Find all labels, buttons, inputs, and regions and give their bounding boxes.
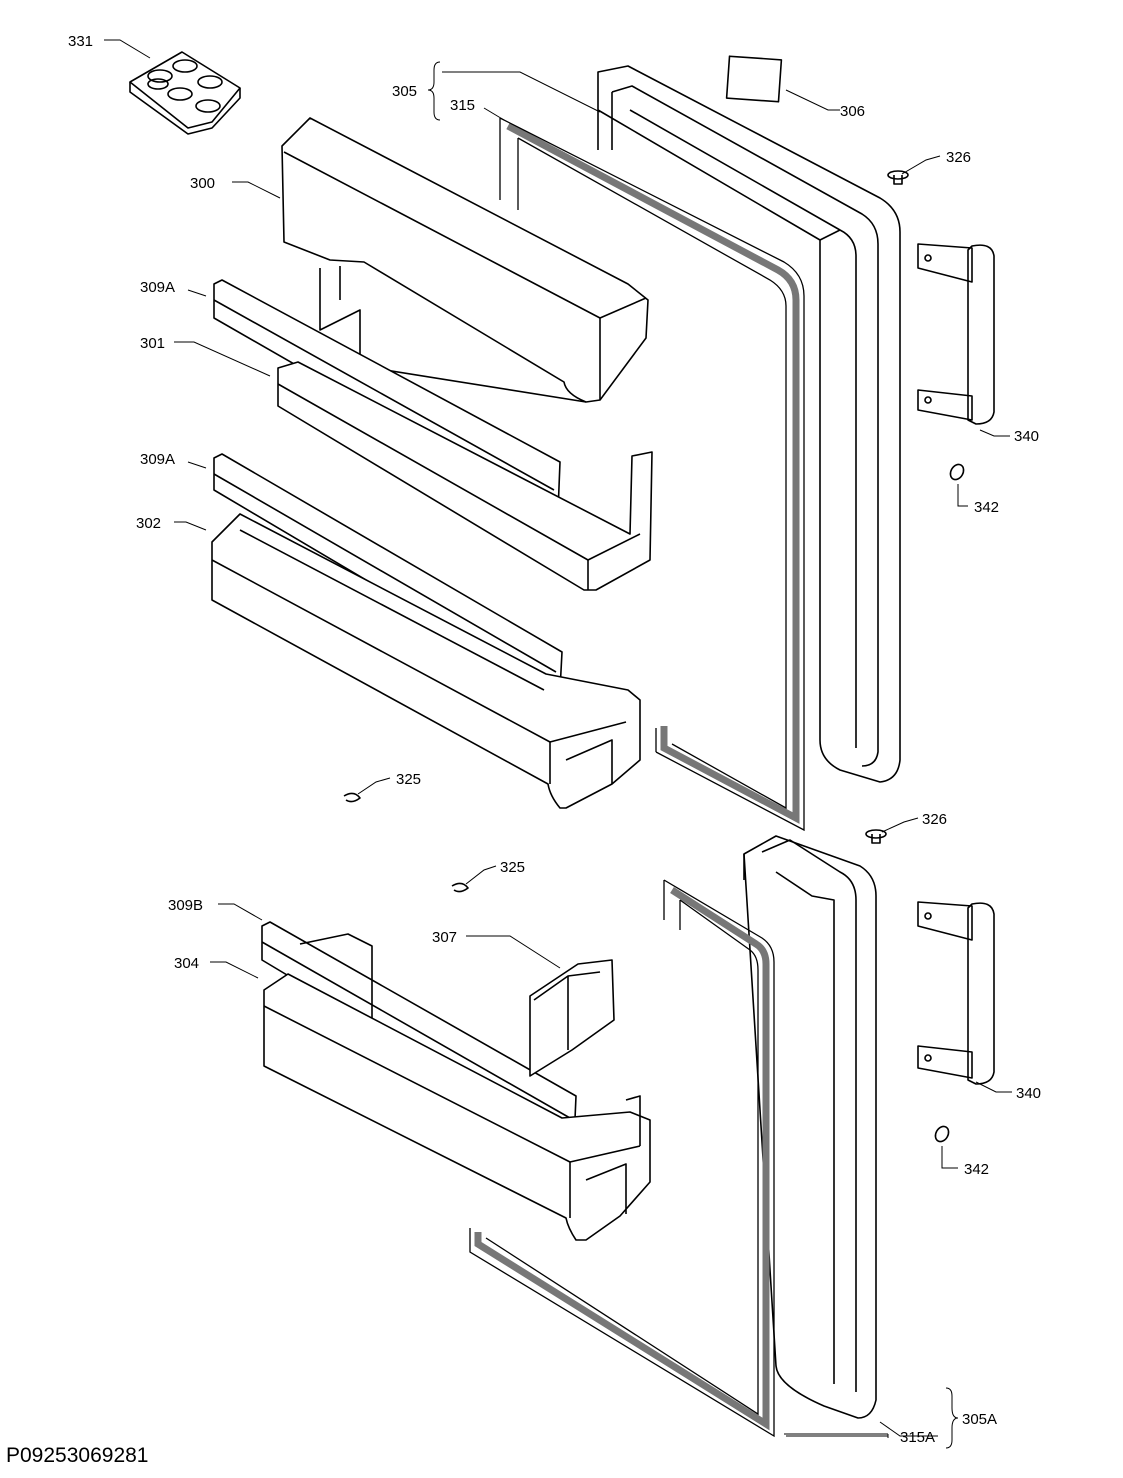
bottle-door-shelf: [211, 513, 641, 809]
label-342-upper: 342: [974, 499, 999, 516]
label-340-lower: 340: [1016, 1085, 1041, 1102]
upper-screw-cap: [949, 463, 965, 481]
label-326-lower: 326: [922, 811, 947, 828]
document-id: P09253069281: [6, 1444, 148, 1467]
brace-305A: [945, 1387, 959, 1449]
lower-clip: [451, 882, 469, 893]
upper-hinge-pin: [887, 170, 909, 185]
label-302: 302: [136, 515, 161, 532]
label-331: 331: [68, 33, 93, 50]
lower-hinge-pin: [865, 829, 887, 844]
label-309A-upper: 309A: [140, 279, 175, 296]
lower-screw-cap: [934, 1125, 950, 1143]
lower-door-gasket: [469, 879, 775, 1438]
label-306: 306: [840, 103, 865, 120]
label-342-lower: 342: [964, 1161, 989, 1178]
label-300: 300: [190, 175, 215, 192]
label-325-upper: 325: [396, 771, 421, 788]
upper-door-shelf: [277, 361, 653, 591]
bottle-retainer: [529, 959, 615, 1077]
label-301: 301: [140, 335, 165, 352]
leader-lines: [104, 39, 1012, 1438]
label-315A: 315A: [900, 1429, 935, 1446]
upper-door-panel: [597, 65, 901, 783]
label-325-lower: 325: [500, 859, 525, 876]
label-307: 307: [432, 929, 457, 946]
label-309B: 309B: [168, 897, 203, 914]
label-305: 305: [392, 83, 417, 100]
part-labels: 331 305 315 306 326 300 309A 301 340 342…: [68, 33, 1041, 1446]
rating-label-plate: [725, 55, 783, 103]
label-326-upper: 326: [946, 149, 971, 166]
upper-clip: [343, 792, 361, 803]
lower-door-handle: [917, 901, 995, 1085]
label-315: 315: [450, 97, 475, 114]
brace-305: [427, 61, 441, 121]
upper-door-handle: [917, 243, 995, 425]
dairy-compartment: [281, 117, 649, 403]
label-304: 304: [174, 955, 199, 972]
lower-door-panel: [743, 835, 877, 1419]
egg-tray: [129, 51, 241, 135]
lower-door-shelf: [263, 973, 651, 1241]
label-309A-lower: 309A: [140, 451, 175, 468]
label-340-upper: 340: [1014, 428, 1039, 445]
upper-door-gasket: [499, 117, 805, 832]
label-305A: 305A: [962, 1411, 997, 1428]
